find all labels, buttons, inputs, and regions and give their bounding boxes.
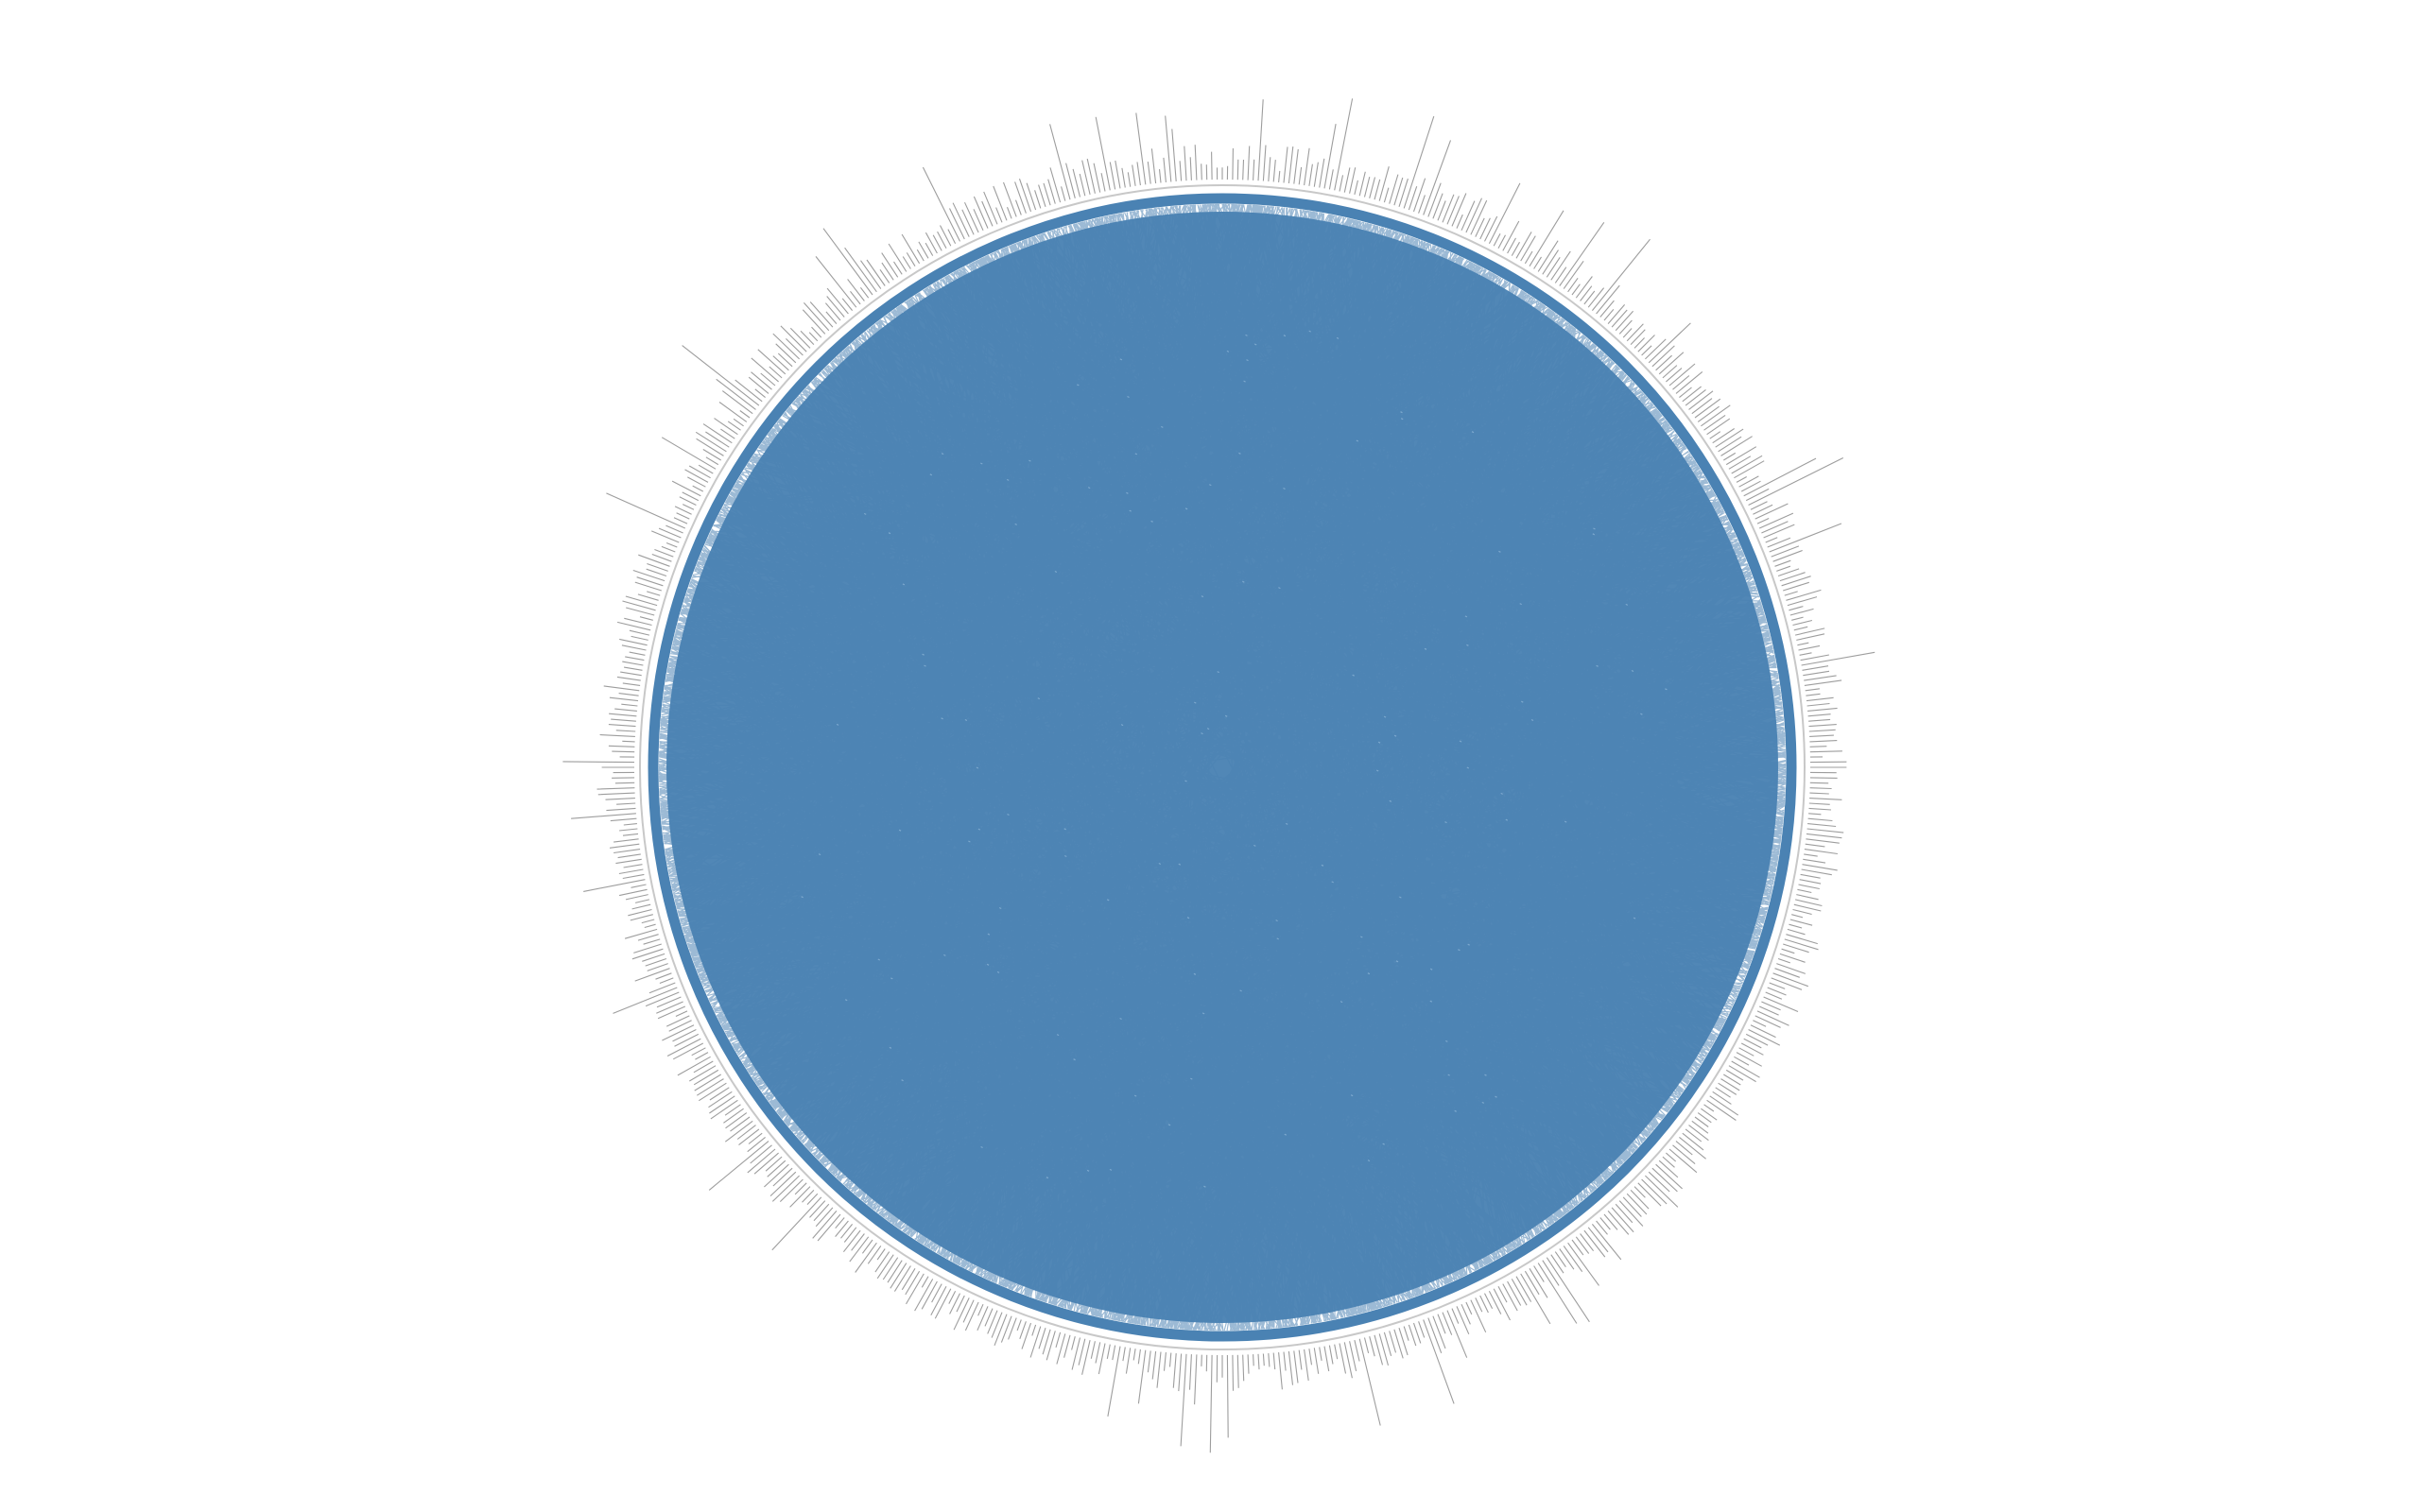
- outer-grey-ring: [639, 184, 1806, 1350]
- chord-link-layer: [658, 203, 1787, 1332]
- node-ring: [648, 193, 1797, 1342]
- node-label-marks: [562, 98, 1876, 1453]
- white-gap-ring: [644, 189, 1801, 1346]
- chord-links: [658, 203, 1787, 1332]
- link-crossing-highlights: [801, 330, 1668, 1188]
- node-label-layer: [562, 98, 1876, 1453]
